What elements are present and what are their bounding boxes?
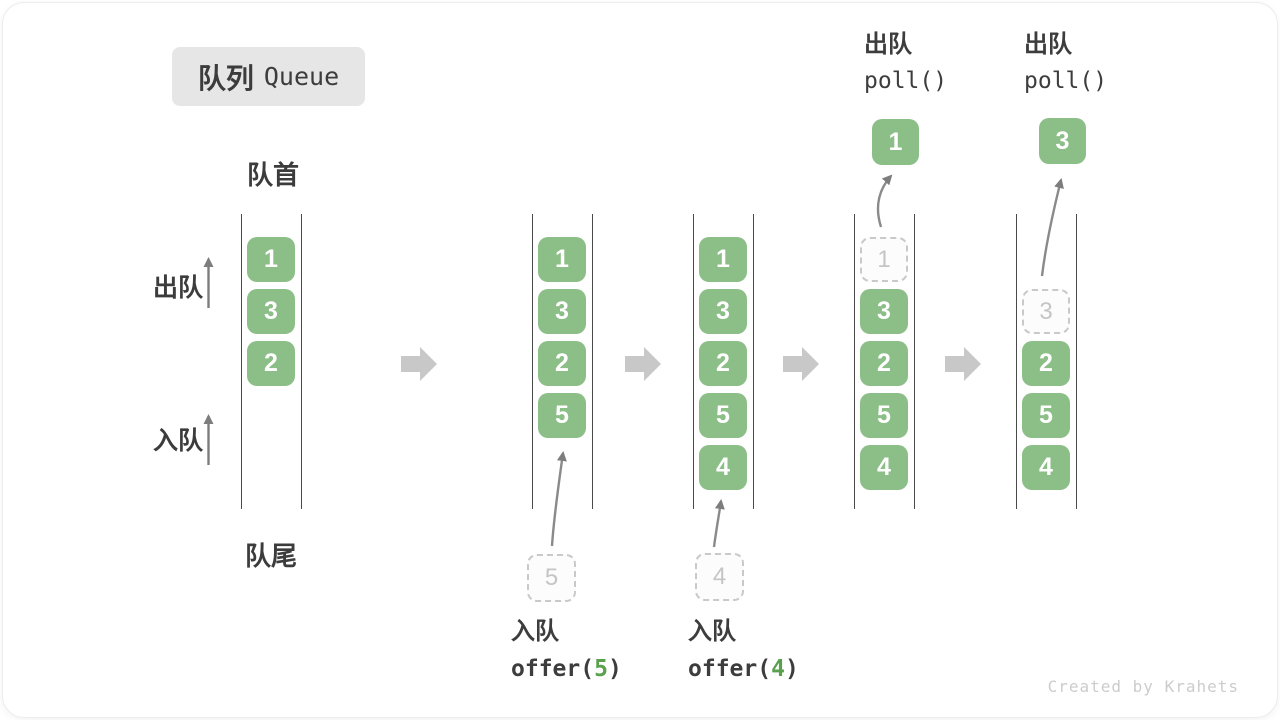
queue-item: 2 bbox=[699, 341, 747, 386]
queue-item: 1 bbox=[247, 237, 295, 282]
queue-item: 2 bbox=[1022, 341, 1070, 386]
queue-item: 4 bbox=[699, 445, 747, 490]
arrows-overlay bbox=[203, 174, 1064, 548]
queue-channel-after-offer-5 bbox=[531, 214, 593, 509]
queue-item: 2 bbox=[247, 341, 295, 386]
title-badge: 队列 Queue bbox=[172, 47, 365, 106]
offer4-code: offer(4) bbox=[688, 658, 799, 681]
code-arg: 5 bbox=[594, 656, 608, 682]
poll1-label: 出队 bbox=[864, 31, 912, 58]
queue-item: 4 bbox=[1022, 445, 1070, 490]
offer4-label: 入队 bbox=[688, 618, 736, 645]
polled-value-box: 3 bbox=[1039, 118, 1086, 164]
state-transition-arrow bbox=[945, 347, 981, 381]
code-prefix: offer( bbox=[511, 656, 595, 682]
queue-item: 5 bbox=[1022, 393, 1070, 438]
queue-item: 5 bbox=[538, 393, 586, 438]
watermark: Created by Krahets bbox=[1047, 677, 1239, 696]
label-queue-rear: 队尾 bbox=[244, 541, 297, 571]
queue-item: 1 bbox=[699, 237, 747, 282]
queue-item: 5 bbox=[860, 393, 908, 438]
queue-item: 3 bbox=[247, 289, 295, 334]
queue-item-removed: 3 bbox=[1022, 289, 1070, 334]
queue-item: 4 bbox=[860, 445, 908, 490]
queue-channel-initial bbox=[240, 214, 302, 509]
queue-item: 3 bbox=[699, 289, 747, 334]
queue-item: 3 bbox=[538, 289, 586, 334]
polled-value: 3 bbox=[1055, 126, 1070, 155]
code-arg: 4 bbox=[771, 656, 785, 682]
poll1-code: poll() bbox=[864, 68, 948, 94]
queue-channel-after-offer-4 bbox=[692, 214, 754, 509]
code-prefix: offer( bbox=[688, 656, 772, 682]
polled-value-box: 1 bbox=[872, 119, 919, 165]
title-en: Queue bbox=[263, 62, 340, 91]
poll3-label: 出队 bbox=[1024, 31, 1072, 58]
queue-item-removed: 1 bbox=[860, 237, 908, 282]
poll3-code: poll() bbox=[1024, 68, 1108, 94]
code-suffix: ) bbox=[784, 656, 799, 682]
queue-item: 2 bbox=[538, 341, 586, 386]
queue-item: 1 bbox=[538, 237, 586, 282]
polled-value: 1 bbox=[888, 127, 903, 156]
staged-value-box: 5 bbox=[527, 554, 576, 602]
offer5-label: 入队 bbox=[511, 618, 559, 645]
title-zh: 队列 bbox=[197, 62, 254, 94]
state-transition-arrow bbox=[783, 347, 819, 381]
queue-item: 5 bbox=[699, 393, 747, 438]
queue-channel-after-poll-3 bbox=[1015, 214, 1077, 509]
offer5-code: offer(5) bbox=[511, 658, 622, 681]
staged-value: 5 bbox=[544, 564, 559, 591]
state-transition-arrow bbox=[625, 347, 661, 381]
queue-item: 2 bbox=[860, 341, 908, 386]
label-enqueue-direction: 入队 bbox=[153, 427, 204, 455]
staged-value-box: 4 bbox=[695, 553, 744, 601]
queue-channel-after-poll-1 bbox=[853, 214, 915, 509]
queue-item: 3 bbox=[860, 289, 908, 334]
state-transition-arrow bbox=[401, 347, 437, 381]
label-queue-front: 队首 bbox=[246, 160, 299, 190]
staged-value: 4 bbox=[712, 563, 727, 590]
label-dequeue-direction: 出队 bbox=[153, 274, 204, 302]
code-suffix: ) bbox=[607, 656, 622, 682]
